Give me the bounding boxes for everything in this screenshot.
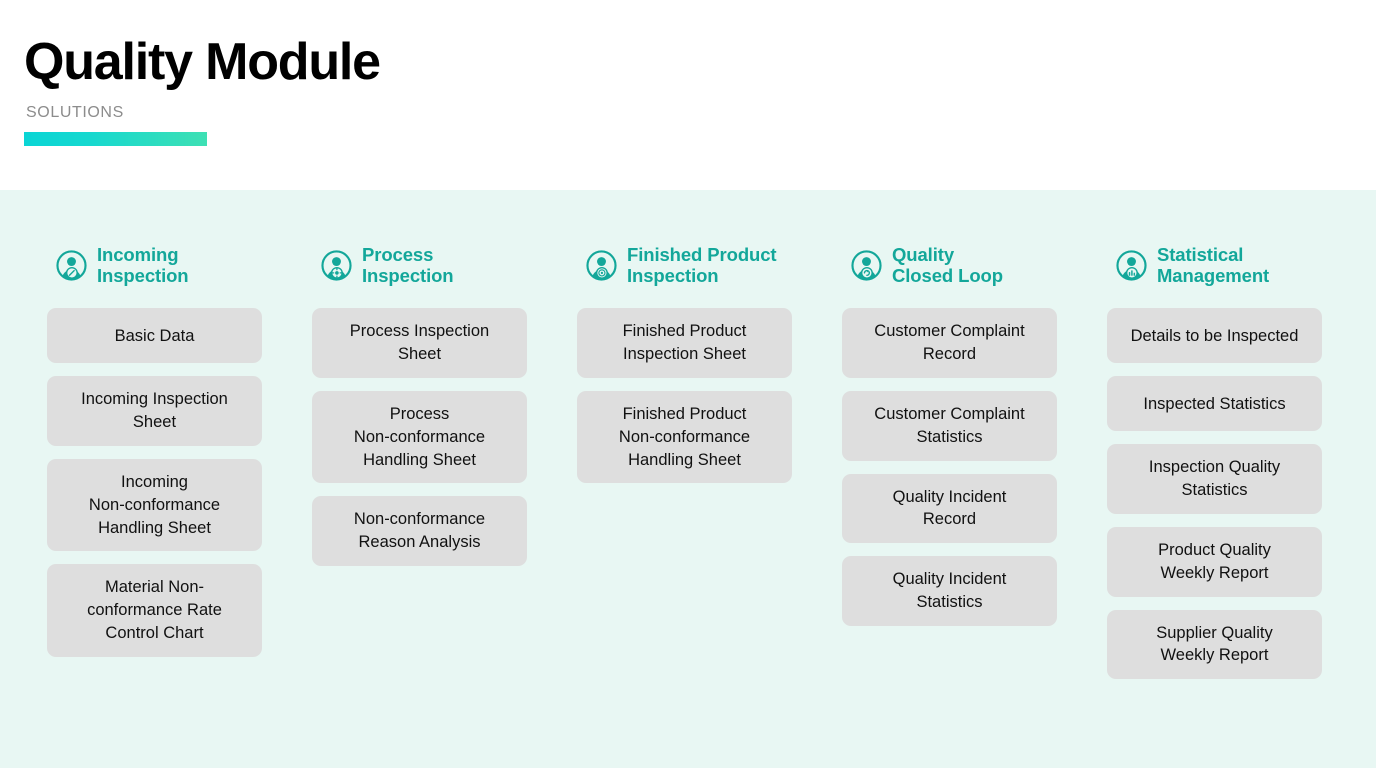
column-header-2: Process Inspection <box>312 244 527 286</box>
column-header-5: Statistical Management <box>1107 244 1322 286</box>
accent-bar <box>24 132 207 146</box>
feature-card[interactable]: Product Quality Weekly Report <box>1107 526 1322 597</box>
person-chart-icon <box>1115 249 1148 282</box>
feature-card[interactable]: Supplier Quality Weekly Report <box>1107 609 1322 680</box>
feature-card[interactable]: Customer Complaint Statistics <box>842 390 1057 461</box>
feature-card[interactable]: Inspection Quality Statistics <box>1107 444 1322 514</box>
page-subtitle: SOLUTIONS <box>26 104 124 121</box>
column-title: Process Inspection <box>362 244 454 286</box>
feature-card[interactable]: Finished Product Inspection Sheet <box>577 308 792 378</box>
column-title: Statistical Management <box>1157 244 1270 286</box>
feature-card[interactable]: Basic Data <box>47 308 262 364</box>
feature-card[interactable]: Finished Product Non-conformance Handlin… <box>577 390 792 484</box>
column-header-3: Finished Product Inspection <box>577 244 792 286</box>
feature-card[interactable]: Quality Incident Statistics <box>842 556 1057 626</box>
feature-card[interactable]: Incoming Non-conformance Handling Sheet <box>47 458 262 552</box>
person-target-icon <box>585 249 618 282</box>
person-gear-icon <box>320 249 353 282</box>
feature-card[interactable]: Process Inspection Sheet <box>312 308 527 378</box>
feature-card[interactable]: Inspected Statistics <box>1107 376 1322 432</box>
page-title: Quality Module <box>24 33 381 91</box>
feature-card[interactable]: Customer Complaint Record <box>842 308 1057 378</box>
feature-card[interactable]: Material Non- conformance Rate Control C… <box>47 564 262 657</box>
feature-card[interactable]: Details to be Inspected <box>1107 308 1322 364</box>
feature-card[interactable]: Quality Incident Record <box>842 473 1057 544</box>
person-loop-icon <box>850 249 883 282</box>
feature-card[interactable]: Non-conformance Reason Analysis <box>312 496 527 566</box>
person-magnifier-icon <box>55 249 88 282</box>
column-header-4: Quality Closed Loop <box>842 244 1057 286</box>
feature-card[interactable]: Process Non-conformance Handling Sheet <box>312 390 527 484</box>
column-title: Finished Product Inspection <box>627 244 777 286</box>
column-title: Incoming Inspection <box>97 244 189 286</box>
column-title: Quality Closed Loop <box>892 244 1003 286</box>
page-header: Quality Module SOLUTIONS <box>0 0 1376 190</box>
column-header-1: Incoming Inspection <box>47 244 262 286</box>
feature-card[interactable]: Incoming Inspection Sheet <box>47 376 262 446</box>
